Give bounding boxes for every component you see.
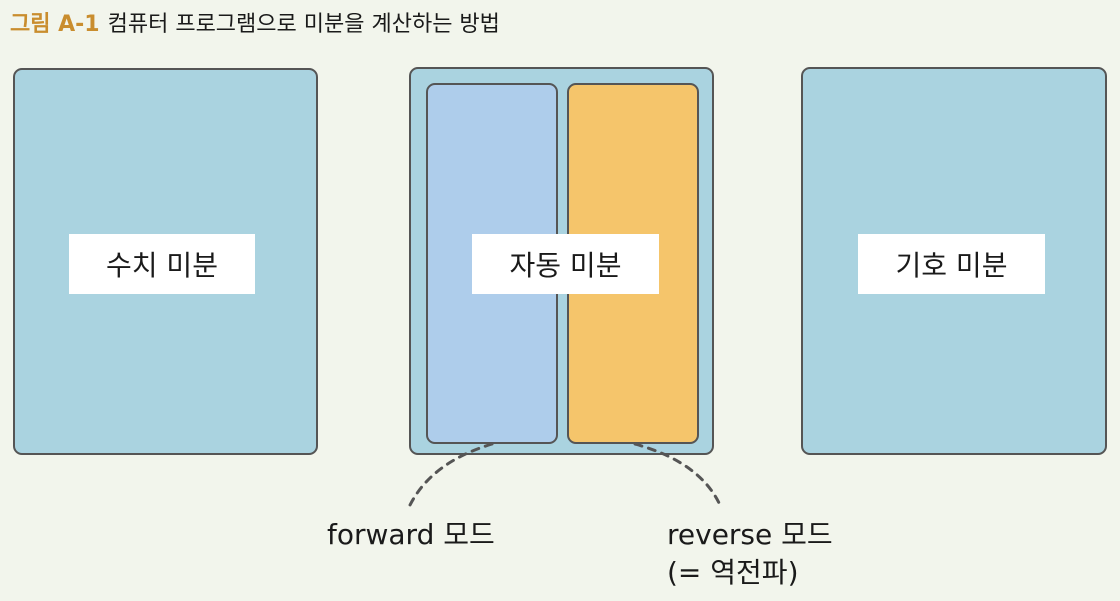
automatic-diff-label: 자동 미분 — [472, 234, 659, 294]
forward-connector — [408, 442, 494, 507]
reverse-mode-alias: (= 역전파) — [667, 556, 799, 589]
figure-title: 컴퓨터 프로그램으로 미분을 계산하는 방법 — [107, 12, 500, 37]
numerical-diff-label: 수치 미분 — [69, 234, 255, 294]
forward-mode-label: forward 모드 — [327, 518, 495, 551]
reverse-connector — [633, 442, 722, 507]
figure-number: 그림 A-1 — [10, 12, 100, 37]
symbolic-diff-label: 기호 미분 — [858, 234, 1045, 294]
figure-caption: 그림 A-1 컴퓨터 프로그램으로 미분을 계산하는 방법 — [10, 6, 500, 38]
numerical-diff-box — [13, 68, 318, 455]
reverse-mode-label: reverse 모드 — [667, 518, 833, 551]
